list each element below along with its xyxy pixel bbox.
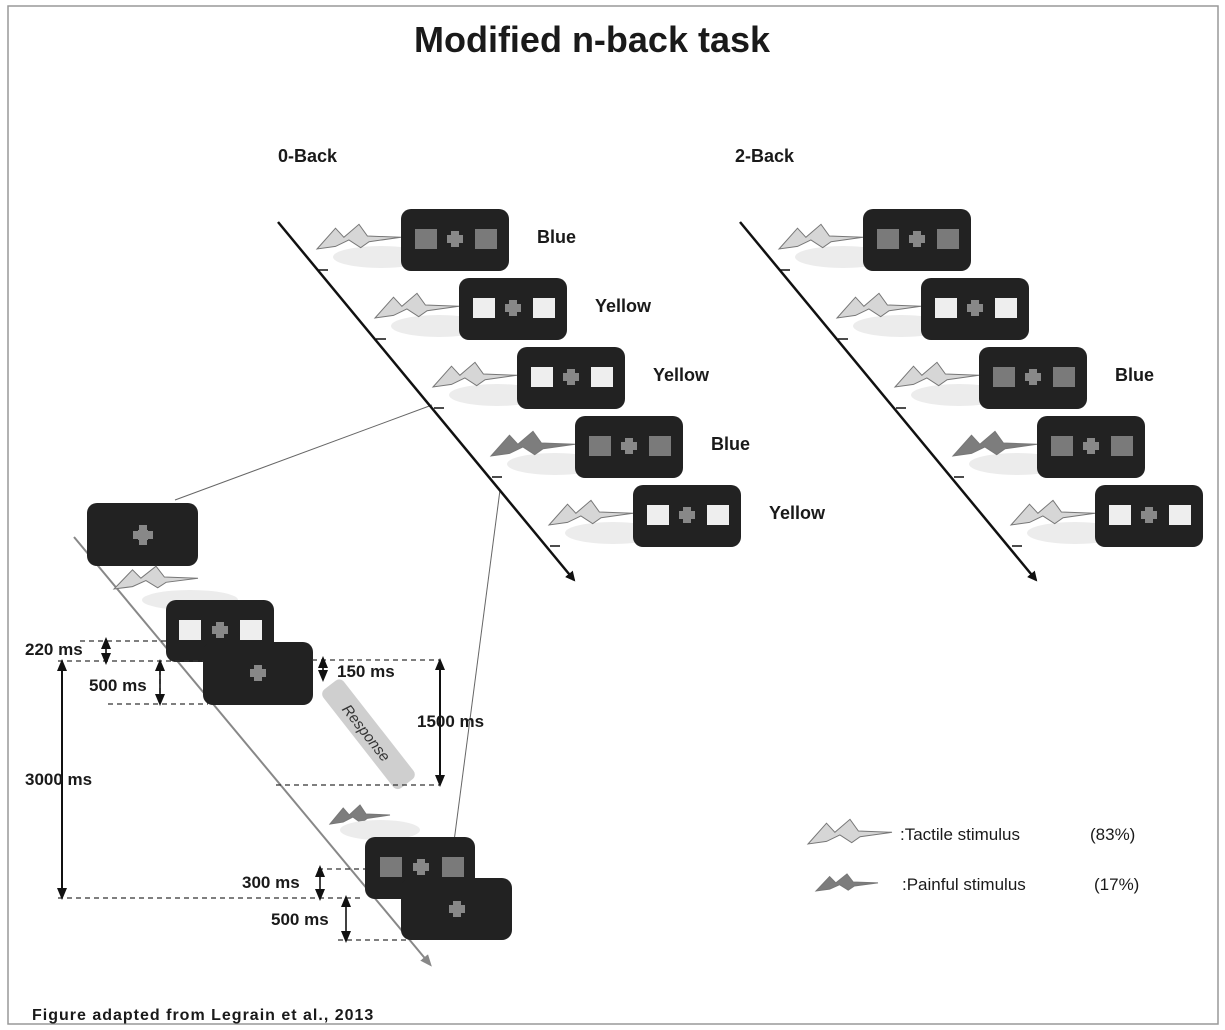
stimulus-screen <box>863 209 971 271</box>
tactile-bolt-icon <box>893 361 980 388</box>
trial-color-label: Yellow <box>595 296 652 316</box>
trial-4: Blue <box>489 416 750 478</box>
zero-back-label: 0-Back <box>278 146 338 166</box>
trial-color-label: Blue <box>711 434 750 454</box>
legend-painful-label: :Painful stimulus <box>902 875 1026 894</box>
tactile-bolt-icon <box>777 223 864 250</box>
left-square <box>179 620 201 640</box>
tactile-bolt-icon <box>373 292 460 319</box>
tactile-bolt-icon <box>431 361 518 388</box>
stimulus-screen <box>633 485 741 547</box>
trial-3: Blue <box>893 347 1154 409</box>
tactile-bolt-icon <box>315 223 402 250</box>
two-back-label: 2-Back <box>735 146 795 166</box>
label-3000ms: 3000 ms <box>25 770 92 789</box>
timeline-zero-back <box>277 221 576 582</box>
trial-5: Yellow <box>547 485 826 547</box>
figure-frame <box>7 5 1219 1025</box>
trial-2 <box>835 278 1029 340</box>
label-220ms: 220 ms <box>25 640 83 659</box>
tactile-bolt-icon <box>1009 499 1096 526</box>
painful-bolt-icon <box>328 804 391 825</box>
legend-painful-pct: (17%) <box>1094 875 1139 894</box>
tactile-bolt-icon <box>835 292 922 319</box>
trial-color-label: Blue <box>1115 365 1154 385</box>
trial-3: Yellow <box>431 347 710 409</box>
two-back-trials: Blue <box>777 209 1203 547</box>
trial-4 <box>951 416 1145 478</box>
foot-icon <box>340 820 420 840</box>
trial-1: Blue <box>315 209 576 271</box>
stimulus-screen <box>517 347 625 409</box>
stimulus-screen <box>1037 416 1145 478</box>
painful-bolt-icon <box>951 430 1038 457</box>
label-500ms-b: 500 ms <box>271 910 329 929</box>
stimulus-screen <box>979 347 1087 409</box>
right-square <box>240 620 262 640</box>
trial-5 <box>1009 485 1203 547</box>
zoom-line-top <box>174 404 433 501</box>
label-300ms: 300 ms <box>242 873 300 892</box>
timeline-two-back <box>739 221 1038 582</box>
legend-tactile-label: :Tactile stimulus <box>900 825 1020 844</box>
trial-color-label: Yellow <box>769 503 826 523</box>
legend-tactile-pct: (83%) <box>1090 825 1135 844</box>
trial-color-label: Yellow <box>653 365 710 385</box>
stimulus-screen <box>1095 485 1203 547</box>
trial-color-label: Blue <box>537 227 576 247</box>
trial-1 <box>777 209 971 271</box>
trial-2: Yellow <box>373 278 652 340</box>
tactile-legend-icon <box>806 818 893 845</box>
label-150ms: 150 ms <box>337 662 395 681</box>
stimulus-screen <box>401 209 509 271</box>
figure-caption: Figure adapted from Legrain et al., 2013 <box>32 1007 374 1024</box>
tactile-bolt-icon <box>112 565 199 590</box>
response-window: Response <box>322 679 415 790</box>
figure-title: Modified n-back task <box>414 19 771 60</box>
painful-bolt-icon <box>489 430 576 457</box>
timeline-ticks <box>318 269 1022 547</box>
stimulus-screen <box>575 416 683 478</box>
label-1500ms: 1500 ms <box>417 712 484 731</box>
painful-legend-icon <box>814 873 879 892</box>
stimulus-screen <box>921 278 1029 340</box>
stimulus-screen <box>459 278 567 340</box>
timing-detail: Response 220 ms 500 ms 150 ms 1500 ms 30… <box>25 503 512 967</box>
legend: :Tactile stimulus (83%) :Painful stimulu… <box>806 818 1139 894</box>
tactile-bolt-icon <box>547 499 634 526</box>
label-500ms-a: 500 ms <box>89 676 147 695</box>
